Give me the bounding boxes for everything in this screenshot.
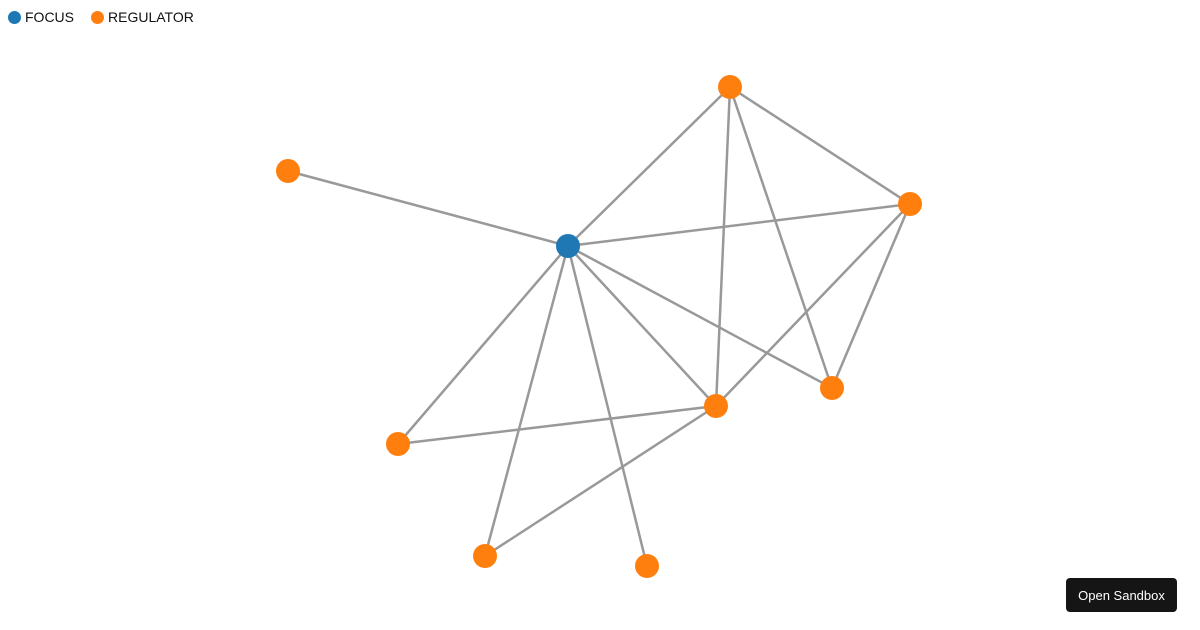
- edge: [484, 404, 717, 558]
- edge: [567, 202, 911, 248]
- edge: [728, 86, 834, 389]
- edges: [287, 85, 912, 567]
- node-regulator[interactable]: [276, 159, 300, 183]
- node-regulator[interactable]: [386, 432, 410, 456]
- node-regulator[interactable]: [635, 554, 659, 578]
- nodes: [276, 75, 922, 578]
- open-sandbox-button[interactable]: Open Sandbox: [1066, 578, 1177, 612]
- regulator-dot-icon: [91, 10, 104, 24]
- legend-item-focus: FOCUS: [8, 9, 74, 25]
- legend-item-regulator: REGULATOR: [91, 9, 194, 25]
- edge: [567, 86, 731, 247]
- edge: [397, 245, 569, 445]
- edge: [714, 86, 732, 407]
- edge: [567, 245, 717, 407]
- edge: [729, 85, 911, 206]
- node-regulator[interactable]: [718, 75, 742, 99]
- edge: [397, 404, 717, 446]
- node-regulator[interactable]: [473, 544, 497, 568]
- node-focus[interactable]: [556, 234, 580, 258]
- edge: [287, 169, 569, 248]
- node-regulator[interactable]: [704, 394, 728, 418]
- edge: [566, 245, 649, 567]
- edge: [715, 203, 911, 407]
- legend-label: FOCUS: [25, 9, 74, 25]
- legend: FOCUS REGULATOR: [8, 9, 211, 25]
- legend-label: REGULATOR: [108, 9, 194, 25]
- edge: [830, 203, 912, 389]
- focus-dot-icon: [8, 10, 21, 24]
- edge: [483, 245, 570, 557]
- edge: [567, 244, 833, 390]
- node-regulator[interactable]: [820, 376, 844, 400]
- node-regulator[interactable]: [898, 192, 922, 216]
